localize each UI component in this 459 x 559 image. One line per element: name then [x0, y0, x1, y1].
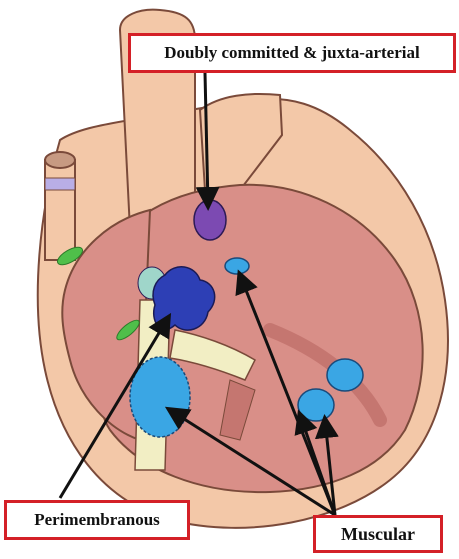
vena-cava-top — [45, 152, 75, 168]
label-doubly-committed-text: Doubly committed & juxta-arterial — [164, 43, 419, 63]
label-muscular: Muscular — [313, 515, 443, 553]
vsd-muscular-mid — [298, 389, 334, 421]
label-muscular-text: Muscular — [341, 524, 415, 545]
vessel-band — [45, 178, 75, 190]
label-perimembranous: Perimembranous — [4, 500, 190, 540]
vsd-muscular-lateral — [327, 359, 363, 391]
vsd-muscular-apical — [225, 258, 249, 274]
vena-cava — [45, 160, 75, 260]
label-perimembranous-text: Perimembranous — [34, 510, 160, 530]
vsd-doubly-committed — [194, 200, 226, 240]
label-doubly-committed: Doubly committed & juxta-arterial — [128, 33, 456, 73]
